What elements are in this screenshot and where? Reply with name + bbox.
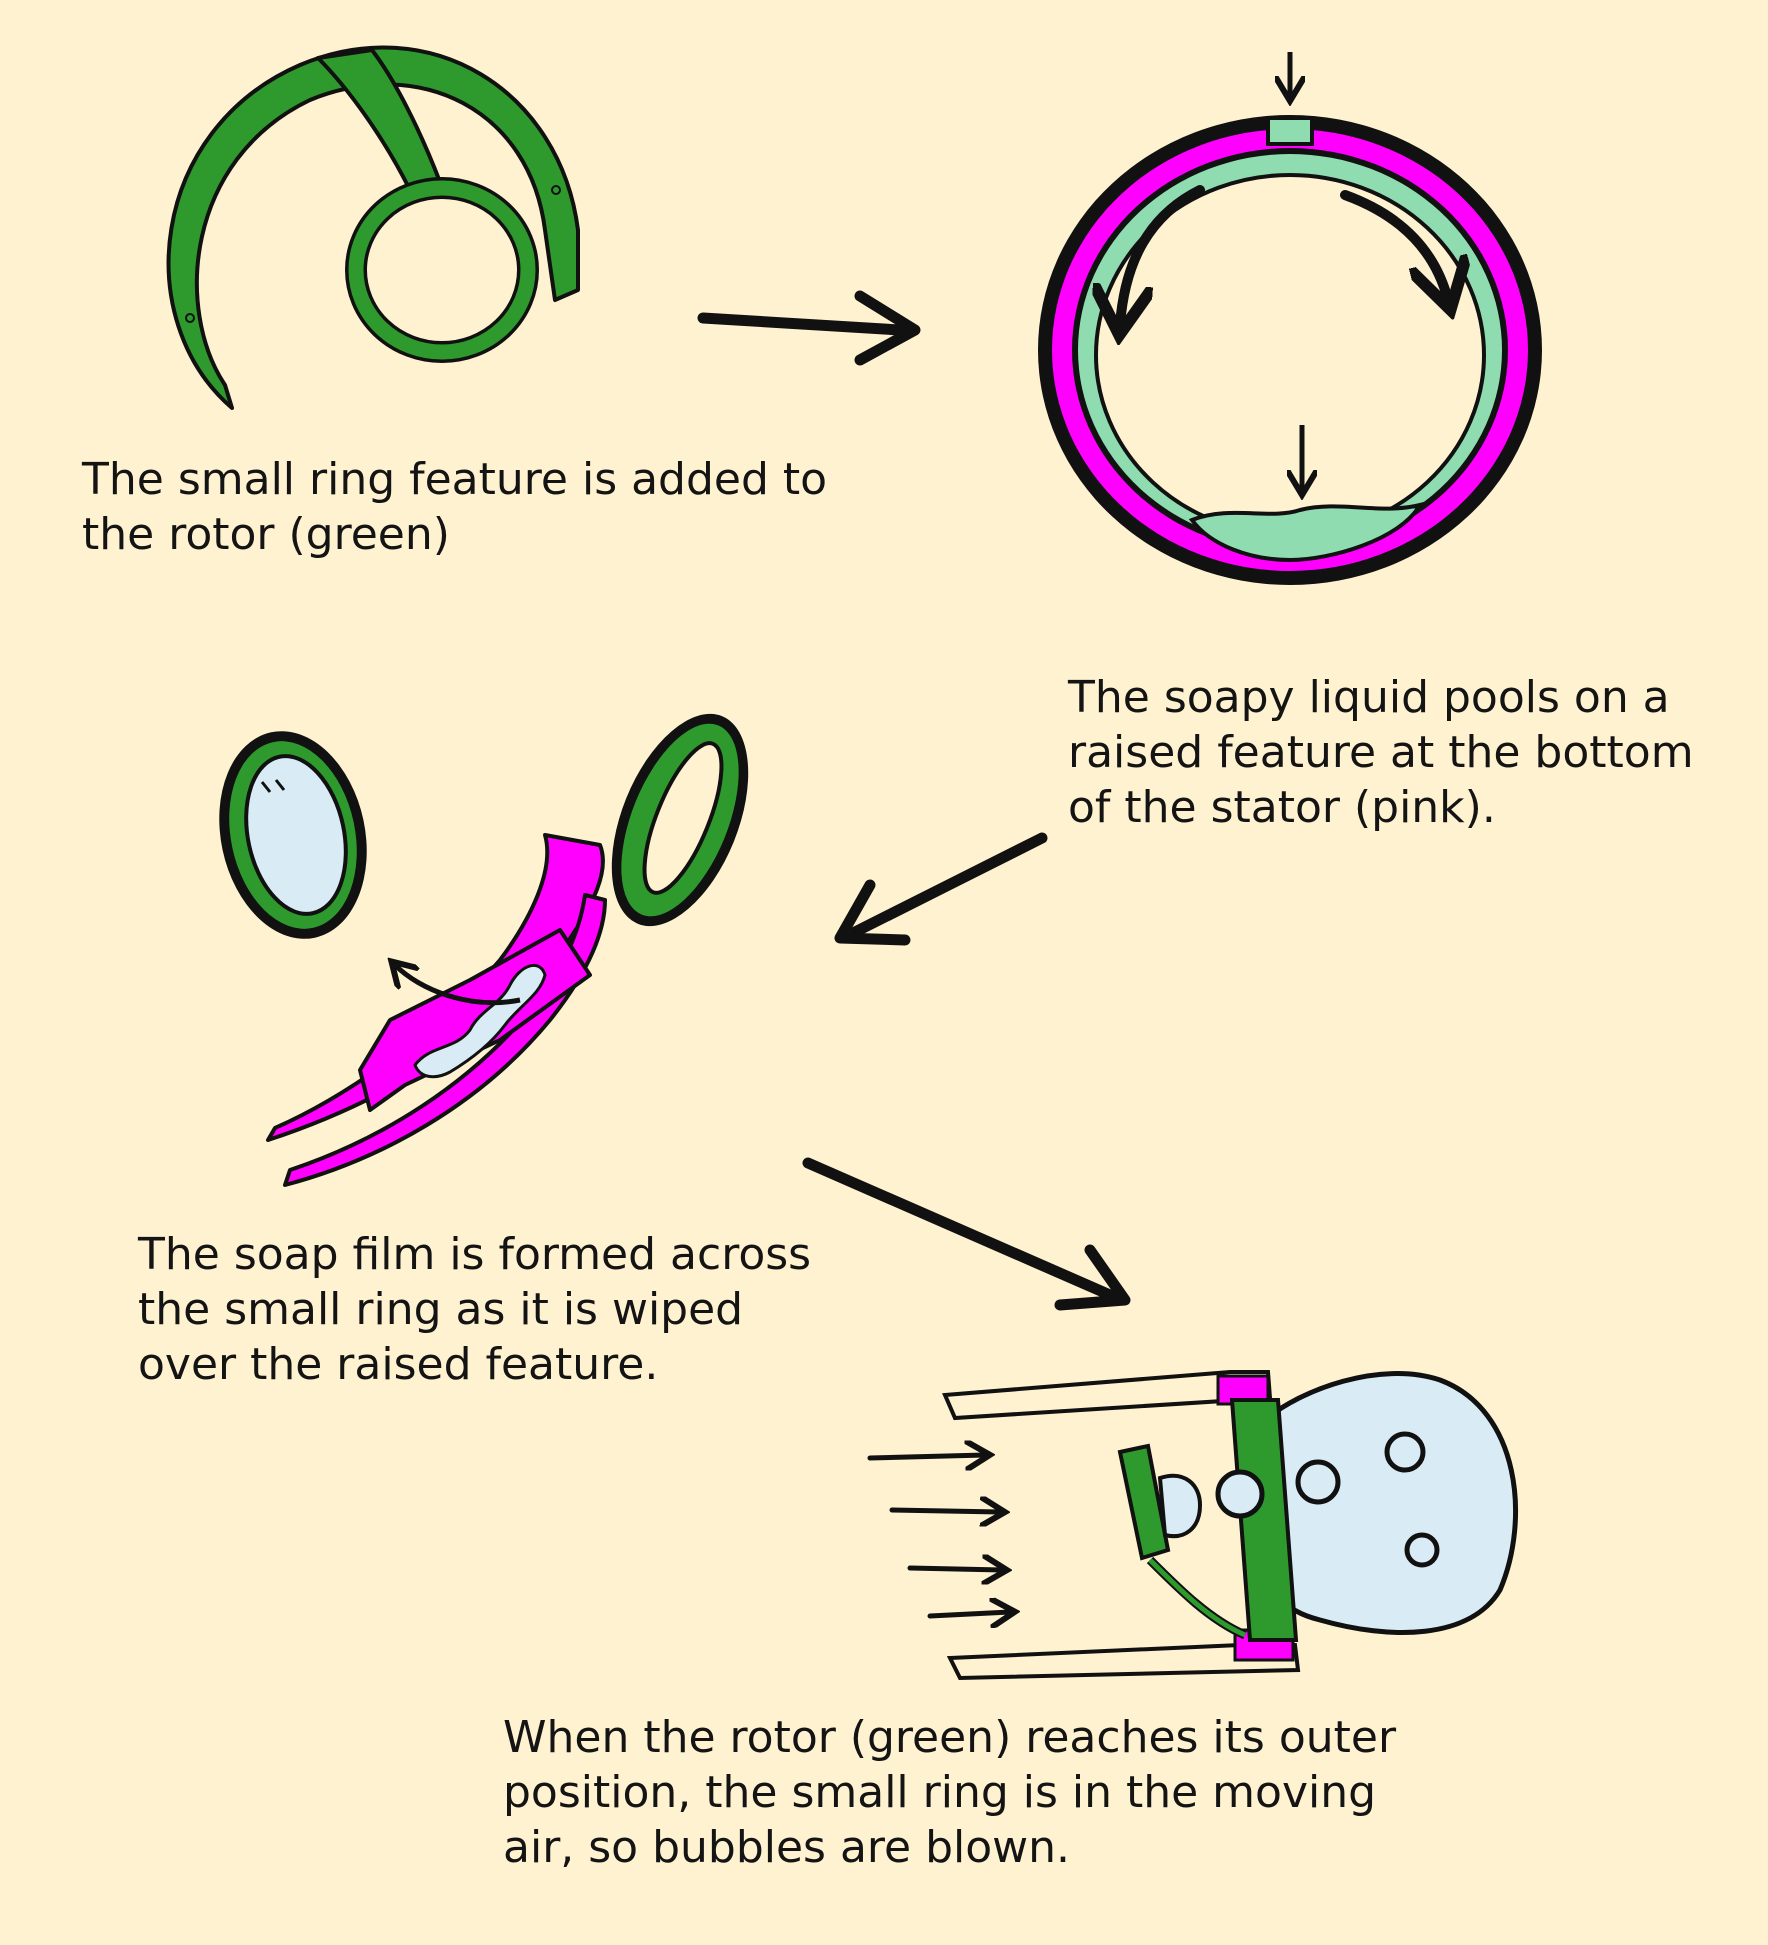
second-ring (611, 713, 749, 927)
soap-film (244, 754, 348, 916)
rotor-hole-left (185, 313, 195, 323)
caption-bubbles-blown: When the rotor (green) reaches its outer… (503, 1710, 1396, 1875)
small-ring-side (1117, 1443, 1171, 1561)
stator-slot (1266, 116, 1314, 146)
bubble-1 (1215, 1469, 1265, 1519)
caption-line: over the raised feature. (138, 1339, 659, 1390)
caption-rotor-ring: The small ring feature is added to the r… (82, 452, 827, 562)
flow-arrow-right (1340, 190, 1448, 300)
liquid-pool (1188, 501, 1425, 563)
bubble-4 (1404, 1532, 1440, 1568)
soap-film-forming (219, 713, 749, 1187)
caption-line: the small ring as it is wiped (138, 1284, 744, 1335)
caption-line: raised feature at the bottom (1068, 727, 1694, 778)
bubbles-blown (867, 1370, 1518, 1681)
arrow-to-film (834, 832, 1048, 946)
caption-soap-film: The soap film is formed across the small… (138, 1227, 811, 1392)
stator-wall-bottom (946, 1643, 1301, 1681)
stator-with-liquid (1038, 52, 1542, 585)
pooled-liquid (413, 963, 547, 1079)
caption-line: position, the small ring is in the movin… (503, 1767, 1377, 1818)
caption-soapy-liquid: The soapy liquid pools on a raised featu… (1068, 670, 1694, 835)
rotor-with-small-ring (166, 45, 580, 410)
air-flow-arrows (867, 1455, 1010, 1616)
bubble-3 (1384, 1431, 1426, 1473)
rotor-arc (166, 45, 580, 410)
film-bubble-small (1157, 1473, 1203, 1539)
caption-line: of the stator (pink). (1068, 782, 1496, 833)
rotor-hole-right (551, 185, 561, 195)
stator-strip-lower (283, 893, 607, 1187)
arrow-to-stator (697, 290, 921, 366)
arrow-to-bubbles (802, 1157, 1131, 1311)
bubble-2 (1295, 1459, 1341, 1505)
flow-arrow-left (1120, 185, 1205, 325)
caption-line: The small ring feature is added to (82, 454, 828, 505)
ring-with-film (219, 731, 367, 939)
caption-line: air, so bubbles are blown. (503, 1822, 1071, 1873)
caption-line: The soap film is formed across (138, 1229, 812, 1280)
bubble (1262, 1371, 1518, 1635)
motion-arrow (395, 965, 521, 1006)
rotor-bar (1229, 1398, 1299, 1642)
caption-line: the rotor (green) (82, 509, 450, 560)
caption-line: When the rotor (green) reaches its outer (503, 1712, 1397, 1763)
caption-line: The soapy liquid pools on a (1068, 672, 1670, 723)
